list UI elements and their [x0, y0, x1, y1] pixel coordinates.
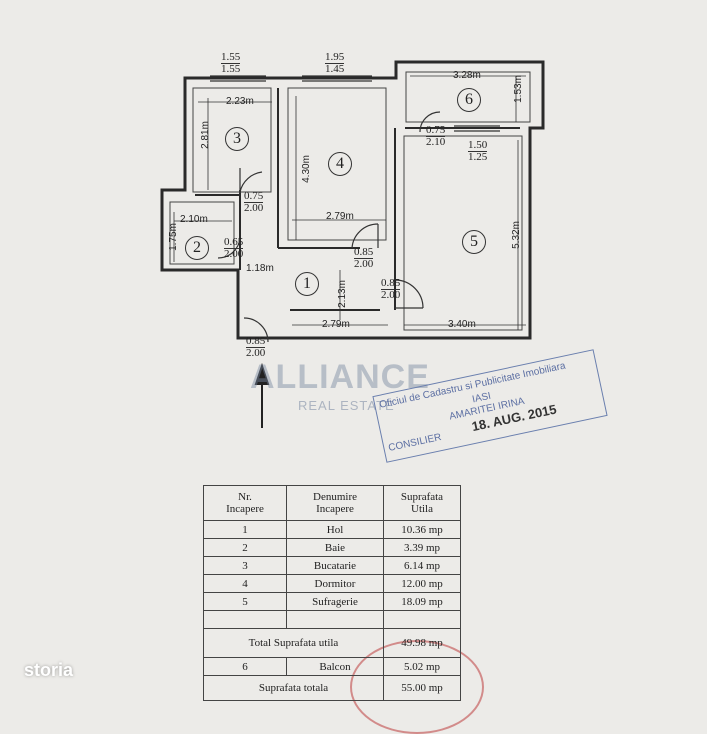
room-number-3: 3: [225, 127, 249, 151]
table-row: 4 Dormitor 12.00 mp: [203, 574, 461, 593]
watermark-logo: ALLIANCE: [250, 358, 430, 396]
floor-plan: [160, 60, 545, 428]
table-row-total-util: Total Suprafata utila 49.98 mp: [203, 628, 461, 658]
cell-area: 18.09 mp: [383, 592, 461, 611]
cell-nr: 1: [203, 520, 287, 539]
cell-nr: 6: [203, 657, 287, 676]
dim-label: 2.79m: [326, 211, 354, 222]
table-row: 5 Sufragerie 18.09 mp: [203, 592, 461, 611]
dim-label: 2.79m: [322, 319, 350, 330]
dim-label: 2.81m: [199, 121, 211, 149]
dim-label: 1.53m: [512, 75, 524, 103]
room-number-4: 4: [328, 152, 352, 176]
watermark-subtitle: REAL ESTATE: [298, 398, 395, 413]
total-label: Suprafata totala: [203, 675, 384, 701]
table-row: 3 Bucatarie 6.14 mp: [203, 556, 461, 575]
dim-label: 3.28m: [453, 70, 481, 81]
cell-nr: 5: [203, 592, 287, 611]
room-number-2: 2: [185, 236, 209, 260]
dim-label: 1.18m: [246, 263, 274, 274]
cell-name: Hol: [286, 520, 384, 539]
table-row: 2 Baie 3.39 mp: [203, 538, 461, 557]
dim-label: 2.10m: [180, 214, 208, 225]
room-number-5: 5: [462, 230, 486, 254]
dim-label: 4.30m: [300, 155, 312, 183]
cell-nr: 4: [203, 574, 287, 593]
dim-label: 1.75m: [167, 223, 179, 251]
dim-label: 2.23m: [226, 96, 254, 107]
cell-name: Balcon: [286, 657, 384, 676]
cell-area: 10.36 mp: [383, 520, 461, 539]
cell-area: 12.00 mp: [383, 574, 461, 593]
dim-label: 5.32m: [510, 221, 522, 249]
table-row-total: Suprafata totala 55.00 mp: [203, 675, 461, 701]
stamp-role: CONSILIER: [387, 431, 443, 454]
cell-nr: 2: [203, 538, 287, 557]
dim-label: 2.13m: [336, 280, 348, 308]
table-row: 1 Hol 10.36 mp: [203, 520, 461, 539]
total-util-label: Total Suprafata utila: [203, 628, 384, 658]
dim-label: 3.40m: [448, 319, 476, 330]
cell-name: Baie: [286, 538, 384, 557]
total-util-value: 49.98 mp: [383, 628, 461, 658]
room-number-6: 6: [457, 88, 481, 112]
cell-area: 5.02 mp: [383, 657, 461, 676]
cell-name: Bucatarie: [286, 556, 384, 575]
cell-area: 3.39 mp: [383, 538, 461, 557]
cell-name: Dormitor: [286, 574, 384, 593]
room-number-1: 1: [295, 272, 319, 296]
cell-nr: 3: [203, 556, 287, 575]
header-cell: Nr.Incapere: [203, 485, 287, 521]
cell-area: 6.14 mp: [383, 556, 461, 575]
cell-name: Sufragerie: [286, 592, 384, 611]
total-value: 55.00 mp: [383, 675, 461, 701]
table-row-blank: [203, 610, 461, 629]
table-row-balcon: 6 Balcon 5.02 mp: [203, 657, 461, 676]
storia-logo: storia: [24, 660, 74, 680]
